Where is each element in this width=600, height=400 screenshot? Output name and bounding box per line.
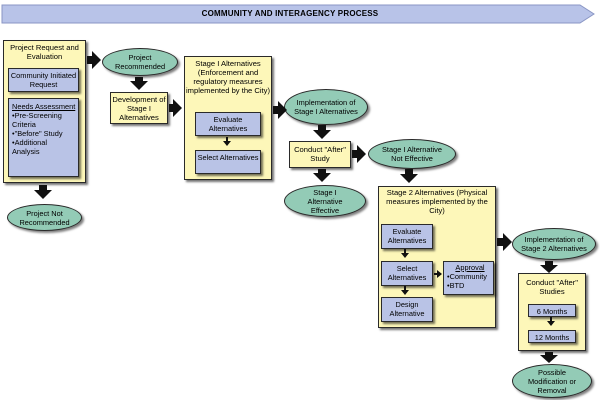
community-request-box: Community Initiated Request — [8, 68, 79, 92]
conduct-after-study-box: Conduct "After" Study — [289, 141, 351, 168]
arrow-down-icon — [34, 185, 52, 199]
project-request-box: Project Request and Evaluation Community… — [3, 40, 86, 183]
project-recommended-oval: Project Recommended — [102, 48, 178, 76]
arrow-down-icon — [540, 261, 558, 273]
project-not-recommended-oval: Project Not Recommended — [7, 204, 82, 231]
small-arrow-down-icon — [401, 286, 409, 295]
stage1-title: Stage I Alternatives (Enforcement and re… — [186, 59, 270, 95]
implementation-stage1-oval: Implementation of Stage I Alternatives — [284, 89, 368, 125]
arrow-right-icon — [352, 145, 366, 163]
arrow-down-icon — [313, 125, 331, 139]
small-arrow-down-icon — [547, 317, 555, 326]
stage1-select-box: Select Alternatives — [195, 150, 261, 174]
conduct-after-studies-box: Conduct "After" Studies 6 Months 12 Mont… — [518, 273, 586, 351]
process-banner-title: COMMUNITY AND INTERAGENCY PROCESS — [201, 9, 379, 18]
small-arrow-down-icon — [223, 137, 231, 146]
stage2-title: Stage 2 Alternatives (Physical measures … — [386, 188, 488, 215]
arrow-right-icon — [497, 233, 512, 251]
stage1-alternatives-box: Stage I Alternatives (Enforcement and re… — [184, 56, 272, 180]
stage2-evaluate-box: Evaluate Alternatives — [381, 224, 433, 249]
approval-box: Approval •Community •BTD — [443, 261, 494, 295]
stage1-not-effective-oval: Stage I Alternative Not Effective — [368, 139, 456, 169]
arrow-right-icon — [273, 101, 287, 119]
approval-item: •BTD — [447, 281, 465, 290]
small-arrow-down-icon — [401, 249, 409, 258]
arrow-down-icon — [540, 352, 558, 363]
stage2-select-box: Select Alternatives — [381, 261, 433, 286]
stage1-effective-oval: Stage I Alternative Effective — [284, 185, 366, 217]
possible-modification-oval: Possible Modification or Removal — [512, 364, 592, 398]
arrow-down-icon — [400, 169, 418, 183]
needs-item: •Pre-Screening Criteria — [12, 111, 62, 129]
small-arrow-right-icon — [434, 270, 442, 278]
development-stage1-box: Development of Stage I Alternatives — [110, 92, 168, 124]
needs-item: •"Before" Study — [12, 129, 63, 138]
stage2-alternatives-box: Stage 2 Alternatives (Physical measures … — [378, 186, 496, 328]
needs-assessment-title: Needs Assessment — [12, 102, 76, 111]
approval-item: •Community — [447, 272, 487, 281]
arrow-down-icon — [130, 77, 148, 90]
six-months-box: 6 Months — [528, 304, 576, 317]
stage1-evaluate-box: Evaluate Alternatives — [195, 112, 261, 136]
arrow-right-icon — [169, 99, 182, 117]
stage2-design-box: Design Alternative — [381, 297, 433, 322]
after-studies-title: Conduct "After" Studies — [526, 278, 578, 296]
needs-assessment-box: Needs Assessment •Pre-Screening Criteria… — [8, 98, 79, 177]
project-request-title: Project Request and Evaluation — [10, 43, 79, 61]
process-banner-arrow — [1, 4, 595, 24]
implementation-stage2-oval: Implementation of Stage 2 Alternatives — [512, 228, 596, 260]
arrow-right-icon — [87, 51, 101, 69]
arrow-down-icon — [313, 169, 331, 182]
needs-item: •Additional Analysis — [12, 138, 48, 156]
twelve-months-box: 12 Months — [528, 330, 576, 343]
approval-title: Approval — [455, 263, 485, 272]
